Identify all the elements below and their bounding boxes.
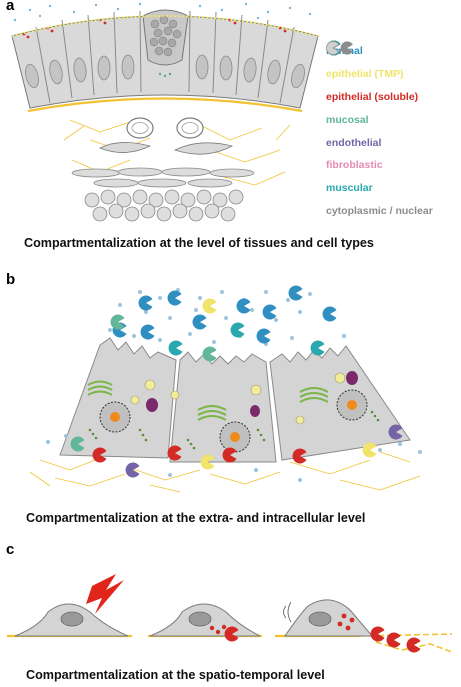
legend-label: endothelial — [326, 136, 382, 149]
panel-c-migration — [7, 574, 453, 653]
caption-panel-b: Compartmentalization at the extra- and i… — [26, 511, 366, 525]
legend-label: mucosal — [326, 113, 369, 126]
stimulus-lightning-icon — [86, 574, 124, 614]
legend-label: fibroblastic — [326, 159, 383, 172]
panel-a-tissue — [11, 2, 319, 222]
panel-label-a: a — [6, 0, 15, 14]
caption-panel-a: Compartmentalization at the level of tis… — [24, 236, 374, 250]
legend-item: mucosal — [326, 40, 433, 131]
fibers-b — [29, 451, 421, 493]
vessel — [126, 117, 204, 139]
basement-membrane — [27, 97, 303, 113]
legend-label: muscular — [326, 182, 373, 195]
legend-item: endothelial — [326, 40, 433, 154]
legend-item: epithelial (TMP) — [326, 40, 433, 85]
panel-b-cells — [29, 288, 422, 493]
cell-left — [59, 337, 177, 459]
luminal-dots — [13, 2, 312, 22]
panel-label-c: c — [6, 541, 15, 558]
legend-label: cytoplasmic / nuclear — [326, 205, 433, 218]
nuclei-b — [99, 389, 368, 453]
cytoplasmic-nuclear-icon — [326, 41, 353, 55]
legend-item: cytoplasmic / nuclear — [326, 41, 433, 222]
legend-label: epithelial (soluble) — [326, 90, 419, 103]
legend-item: fibroblastic — [326, 40, 433, 176]
legend-item: epithelial (soluble) — [326, 40, 433, 108]
legend: luminal epithelial (TMP) epithelial (sol… — [326, 40, 433, 223]
caption-panel-c: Compartmentalization at the spatio-tempo… — [26, 668, 325, 682]
panel-label-b: b — [6, 271, 16, 288]
legend-label: epithelial (TMP) — [326, 67, 404, 80]
legend-item: muscular — [326, 40, 433, 199]
fibers-a — [63, 119, 291, 186]
